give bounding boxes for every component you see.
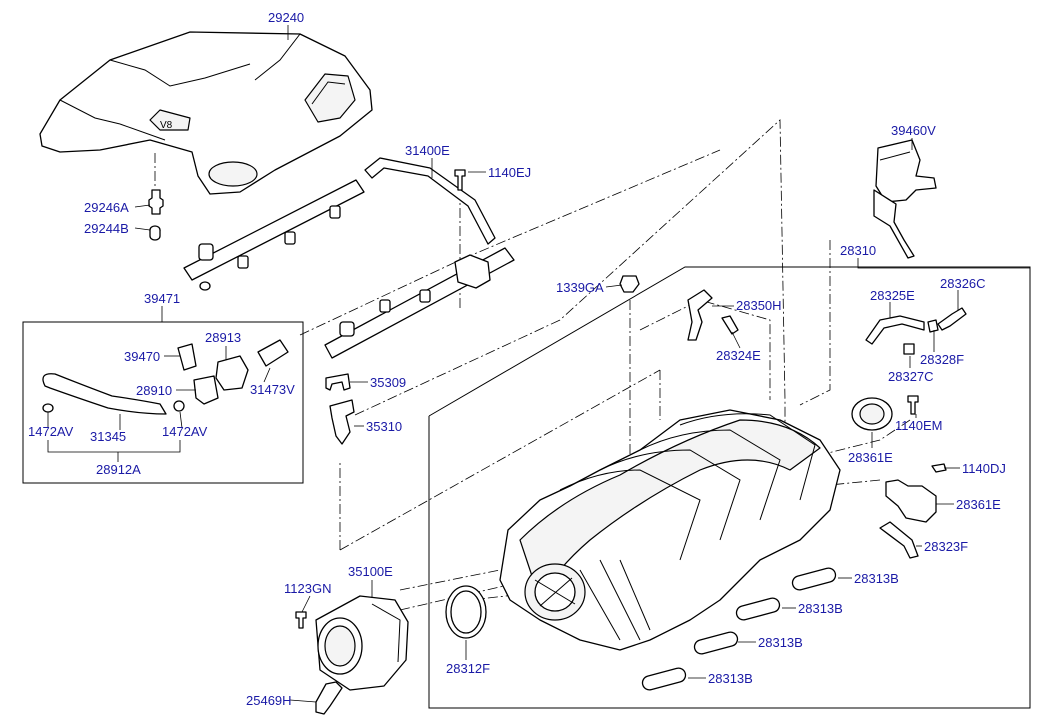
grommet-29244b-part[interactable]	[149, 225, 161, 241]
gasket-3-part[interactable]	[693, 631, 739, 656]
bracket-39470-part[interactable]	[177, 343, 197, 371]
label-29240: 29240	[268, 10, 304, 25]
actuator-bottom-part[interactable]	[885, 479, 937, 523]
bolt-1123gn-part[interactable]	[295, 611, 307, 629]
hose-28323f-part[interactable]	[879, 521, 919, 559]
label-35309: 35309	[370, 375, 406, 390]
label-31345: 31345	[90, 429, 126, 444]
gasket-4-part[interactable]	[641, 667, 687, 692]
hose-28326c-part[interactable]	[937, 307, 967, 331]
clamp-left-part[interactable]	[42, 403, 54, 413]
label-39471: 39471	[144, 291, 180, 306]
label-1140em: 1140EM	[895, 418, 942, 433]
bolt-1140ej-part[interactable]	[454, 169, 466, 191]
label-29246a: 29246A	[84, 200, 129, 215]
group-box-28310	[428, 266, 1031, 709]
label-31473v: 31473V	[250, 382, 295, 397]
label-28324e: 28324E	[716, 348, 761, 363]
label-35100e: 35100E	[348, 564, 393, 579]
label-25469h: 25469H	[246, 693, 292, 708]
hose-28325e-part[interactable]	[865, 315, 925, 345]
label-28325e: 28325E	[870, 288, 915, 303]
solenoid-valve-part[interactable]	[873, 139, 937, 259]
label-28350h: 28350H	[736, 298, 782, 313]
label-1472av-left: 1472AV	[28, 424, 74, 439]
connector-28324e-part[interactable]	[721, 315, 739, 335]
label-28312f: 28312F	[446, 661, 490, 676]
label-1339ga: 1339GA	[556, 280, 604, 295]
throttle-body-part[interactable]	[315, 595, 409, 691]
label-28910: 28910	[136, 383, 172, 398]
fuel-rail-part[interactable]	[183, 157, 515, 359]
label-1140dj: 1140DJ	[962, 461, 1006, 476]
label-31400e: 31400E	[405, 143, 450, 158]
label-1472av-right: 1472AV	[162, 424, 208, 439]
label-28310: 28310	[840, 243, 876, 258]
label-28313b-1: 28313B	[854, 571, 899, 586]
nut-1339ga-part[interactable]	[619, 275, 640, 293]
label-1123gn: 1123GN	[284, 581, 331, 596]
group-box-39471	[22, 321, 304, 484]
label-1140ej: 1140EJ	[488, 165, 531, 180]
injector-part[interactable]	[329, 399, 355, 445]
label-39470: 39470	[124, 349, 160, 364]
label-28361e-top: 28361E	[848, 450, 893, 465]
label-28323f: 28323F	[924, 539, 968, 554]
clamp-right-part[interactable]	[173, 400, 185, 412]
hose-31473v-part[interactable]	[257, 339, 289, 367]
engine-cover-part[interactable]: V8	[39, 31, 373, 195]
gasket-1-part[interactable]	[791, 567, 837, 592]
label-28361e-bottom: 28361E	[956, 497, 1001, 512]
cap-28327c-part[interactable]	[903, 343, 915, 355]
label-28913: 28913	[205, 330, 241, 345]
label-28326c: 28326C	[940, 276, 986, 291]
valve-28913-part[interactable]	[215, 355, 249, 391]
label-28313b-4: 28313B	[708, 671, 753, 686]
svg-text:V8: V8	[160, 120, 173, 131]
label-29244b: 29244B	[84, 221, 129, 236]
hose-25469h-part[interactable]	[315, 681, 343, 715]
label-28912a: 28912A	[96, 462, 141, 477]
label-39460v: 39460V	[891, 123, 936, 138]
part-labels: 29240 29246A 29244B 31400E 1140EJ 39460V…	[28, 10, 1006, 708]
label-28327c: 28327C	[888, 369, 934, 384]
label-28313b-3: 28313B	[758, 635, 803, 650]
bolt-29246a-part[interactable]	[148, 189, 164, 215]
gasket-ring-part[interactable]	[445, 585, 487, 639]
label-35310: 35310	[366, 419, 402, 434]
gasket-2-part[interactable]	[735, 597, 781, 622]
label-28313b-2: 28313B	[798, 601, 843, 616]
connector-28328f-part[interactable]	[927, 319, 939, 333]
label-28328f: 28328F	[920, 352, 964, 367]
actuator-top-part[interactable]	[851, 397, 893, 431]
bolt-1140em-part[interactable]	[907, 395, 919, 415]
clip-35309-part[interactable]	[325, 373, 351, 391]
hose-28350h-part[interactable]	[687, 289, 713, 341]
pcv-hose-part[interactable]	[42, 373, 167, 415]
intake-manifold-part[interactable]	[499, 409, 841, 651]
valve-28910-part[interactable]	[193, 375, 219, 405]
leader-lines	[47, 25, 1030, 703]
bolt-1140dj-part[interactable]	[931, 463, 947, 473]
